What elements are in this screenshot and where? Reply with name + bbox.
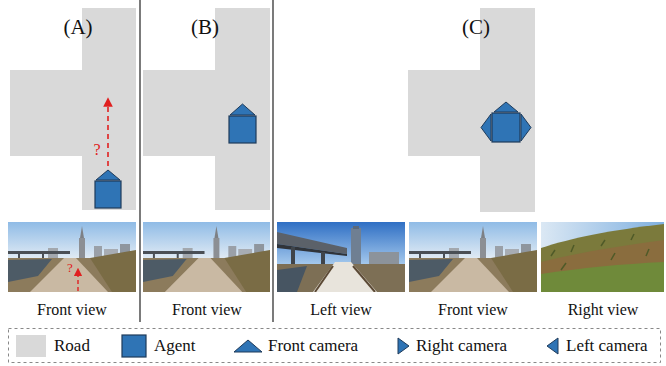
right-camera-symbol <box>521 114 531 141</box>
road-swatch <box>16 335 46 357</box>
front-camera-symbol <box>96 170 120 180</box>
agent-c <box>481 102 531 142</box>
road-band <box>143 70 215 156</box>
panel-letter: (B) <box>191 15 219 40</box>
right-view-photo <box>541 222 664 292</box>
road-band <box>10 70 82 156</box>
legend-text: Front camera <box>268 336 358 356</box>
front-view-photo <box>8 222 136 292</box>
front-camera-legend-symbol <box>234 340 262 352</box>
front-camera-symbol <box>230 104 255 115</box>
view-caption: Front view <box>37 300 107 319</box>
view-caption: Front view <box>438 300 508 319</box>
front-view-photo <box>409 222 537 292</box>
front-camera-symbol <box>494 102 518 112</box>
left-camera-legend-symbol <box>547 338 558 354</box>
legend-frame <box>9 329 661 363</box>
front-view-photo <box>143 222 270 292</box>
question-mark: ? <box>93 140 100 159</box>
panel-letter: (A) <box>63 15 92 40</box>
left-view-photo <box>277 222 405 292</box>
agent-square <box>229 116 256 143</box>
left-camera-symbol <box>481 114 491 141</box>
agent-square <box>492 113 520 142</box>
direction-arrow <box>107 102 109 166</box>
road-band <box>215 8 270 210</box>
view-caption: Left view <box>310 300 372 319</box>
agent-b <box>229 104 256 143</box>
agent-square <box>95 181 121 208</box>
panel-divider <box>272 0 273 322</box>
right-camera-legend-symbol <box>398 338 409 354</box>
legend-text: Right camera <box>416 336 507 356</box>
legend-marks <box>16 335 46 357</box>
view-caption: Right view <box>568 300 639 319</box>
panel-divider <box>139 0 140 322</box>
road-band <box>408 70 480 156</box>
legend-text: Road <box>54 336 90 356</box>
legend-text: Agent <box>154 336 196 356</box>
panel-letter: (C) <box>462 15 490 40</box>
legend-text: Left camera <box>566 336 648 356</box>
agent-legend-symbol <box>122 335 146 357</box>
direction-arrow <box>77 272 78 291</box>
view-caption: Front view <box>172 300 242 319</box>
question-mark: ? <box>67 260 73 276</box>
